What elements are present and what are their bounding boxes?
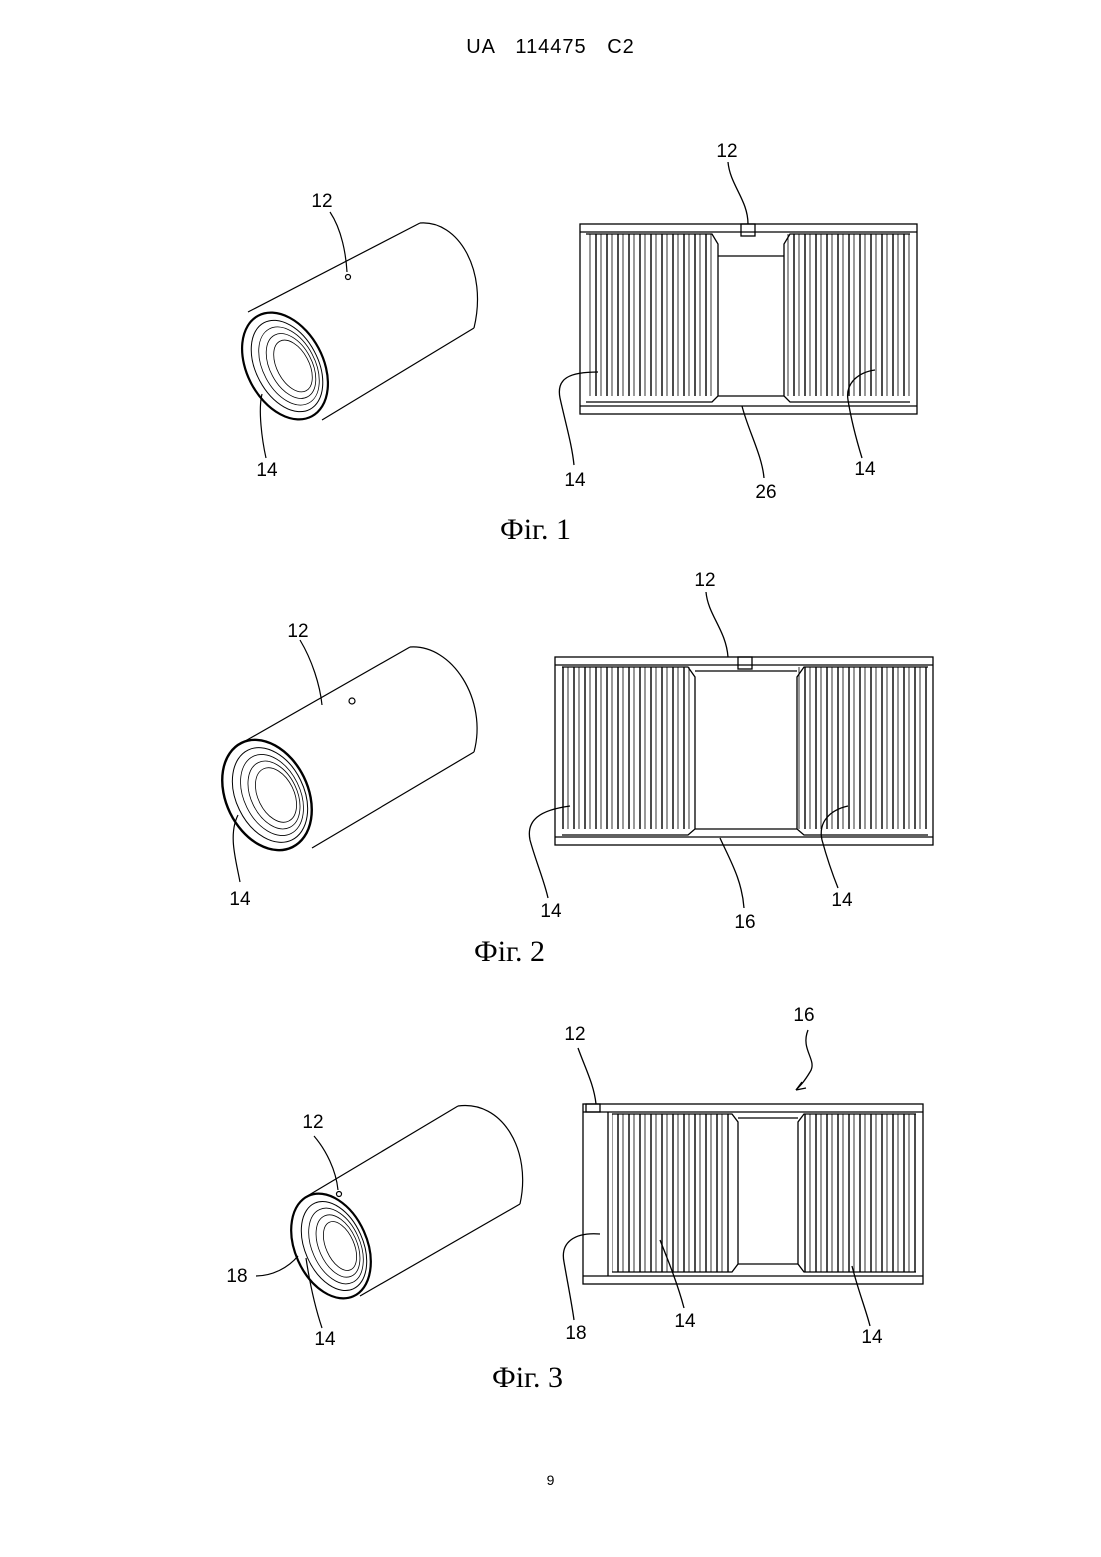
figure-2-caption: Фіг. 2 xyxy=(474,935,545,969)
fig3-label: 18 xyxy=(226,1266,247,1287)
fig3-label: 14 xyxy=(861,1327,883,1348)
fig1-label: 14 xyxy=(854,459,876,480)
fig3-labels: 12 18 14 12 16 18 14 14 xyxy=(226,1005,883,1350)
fig3-label: 16 xyxy=(793,1005,814,1026)
fig3-label: 14 xyxy=(674,1311,696,1332)
fig3-label: 18 xyxy=(565,1323,586,1344)
fig3-section-view xyxy=(563,1030,923,1326)
fig3-perspective-sleeve xyxy=(256,1106,523,1328)
fig2-labels: 12 14 12 14 16 14 xyxy=(229,570,853,933)
fig2-label: 12 xyxy=(694,570,715,591)
page-number: 9 xyxy=(0,1472,1101,1488)
fig2-label: 14 xyxy=(229,889,251,910)
fig3-label: 12 xyxy=(564,1024,585,1045)
fig2-label: 12 xyxy=(287,621,308,642)
fig1-label: 12 xyxy=(311,191,332,212)
figure-2: 12 14 12 14 16 14 xyxy=(205,570,933,933)
figure-3: 12 18 14 12 16 18 14 14 xyxy=(226,1005,923,1350)
fig2-perspective-sleeve xyxy=(205,640,477,882)
fig1-label: 12 xyxy=(716,141,737,162)
fig1-label: 14 xyxy=(564,470,586,491)
fig2-label: 14 xyxy=(540,901,562,922)
fig2-section-view xyxy=(529,592,933,908)
fig1-label: 26 xyxy=(755,482,776,503)
fig1-label: 14 xyxy=(256,460,278,481)
fig1-perspective-sleeve xyxy=(225,212,478,458)
fig2-label: 14 xyxy=(831,890,853,911)
figure-1-caption: Фіг. 1 xyxy=(500,513,571,547)
fig3-label: 12 xyxy=(302,1112,323,1133)
fig1-labels: 12 14 12 14 26 14 xyxy=(256,141,876,503)
fig1-section-view xyxy=(559,162,917,478)
fig3-label: 14 xyxy=(314,1329,336,1350)
fig2-label: 16 xyxy=(734,912,755,933)
figure-3-caption: Фіг. 3 xyxy=(492,1361,563,1395)
figure-1: 12 14 12 14 26 14 xyxy=(225,141,917,503)
